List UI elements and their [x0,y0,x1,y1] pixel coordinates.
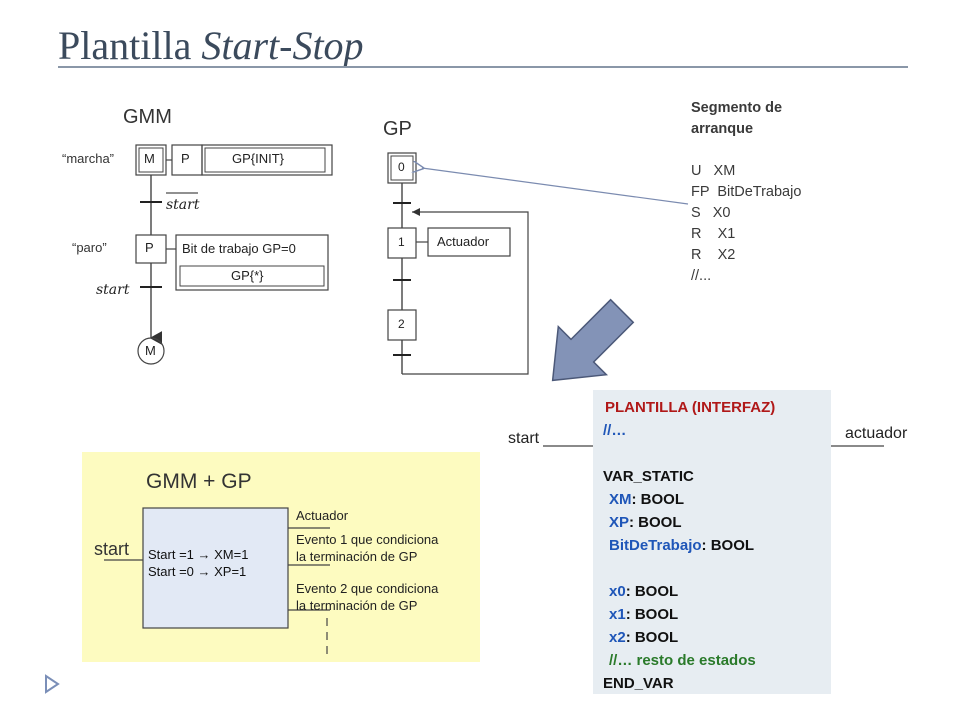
rule-1: Start =1 → XM=1 [148,547,249,562]
var-type: : BOOL [701,537,755,554]
bit-trabajo-label: Bit de trabajo GP=0 [182,241,296,256]
combined-out-actuador: Actuador [296,508,349,523]
var-type: : BOOL [625,606,679,623]
gmm-end-m-label: M [145,343,156,358]
gp-step2-label: 2 [398,317,405,331]
gmm-gpinit-label: GP{INIT} [232,151,285,166]
code-var-row: x2: BOOL [605,626,831,649]
start-transition-label: start [96,282,130,298]
var-name: XP [609,514,630,531]
gmm-step-p-label: P [145,240,154,255]
code-var-row: x1: BOOL [605,603,831,626]
code-var-row: XM: BOOL [605,488,831,511]
code-var-row: BitDeTrabajo: BOOL [605,534,831,557]
marcha-label: “marcha” [62,151,115,166]
event2-line2: la terminación de GP [296,598,418,613]
gp-action-box [427,227,511,257]
combined-out-event1: Evento 1 que condiciona la terminación d… [296,531,438,565]
gp-step1-label: 1 [398,235,405,249]
io-start-label: start [508,430,540,447]
gp-star-label: GP{*} [231,268,264,283]
gmm-step-m-label: M [144,151,155,166]
io-actuador-label: actuador [845,425,908,442]
gp-step0-label: 0 [398,160,405,174]
gmm-label: GMM [123,106,172,128]
code-comment: //… [603,422,627,439]
combined-block [142,507,289,629]
interface-code-panel: PLANTILLA (INTERFAZ) //… VAR_STATIC XM: … [593,390,831,694]
gp-action-label: Actuador [437,234,490,249]
segment-line: S X0 [691,205,731,221]
title-rule [58,66,908,68]
paro-label: “paro” [72,240,107,255]
var-type: : BOOL [625,583,679,600]
gmm-end-m [137,337,165,365]
segment-title-1: Segmento de [691,100,783,116]
code-var-row: x0: BOOL [605,580,831,603]
segment-line: R X1 [691,226,736,242]
code-var-row: XP: BOOL [605,511,831,534]
segment-title-2: arranque [691,121,754,137]
event1-line2: la terminación de GP [296,549,418,564]
combined-input-label: start [94,539,130,559]
gp-loop-back [402,211,529,375]
event2-line1: Evento 2 que condiciona [296,581,439,596]
segment-line: //... [691,268,712,284]
not-start-label: start [166,197,200,213]
segment-pointer-arrow [422,168,689,205]
slide-title: Plantilla Start-Stop [58,22,364,69]
combined-rules: Start =1 → XM=1 Start =0 → XP=1 [148,546,248,580]
code-rest-comment: //… resto de estados [609,652,756,669]
segment-line: U XM [691,163,736,179]
var-name: x2 [609,629,626,646]
bullet-arrow-icon [45,674,60,694]
var-name: BitDeTrabajo [609,537,702,554]
combined-out-event2: Evento 2 que condiciona la terminación d… [296,580,438,614]
var-name: x1 [609,606,626,623]
segment-line: FP BitDeTrabajo [691,184,802,200]
gmm-action-p-label: P [181,151,190,166]
code-var-static: VAR_STATIC [603,468,694,485]
var-name: XM [609,491,632,508]
segment-line: R X2 [691,247,736,263]
code-header: PLANTILLA (INTERFAZ) [605,399,776,416]
gmm-action-box-2 [175,234,329,291]
event1-line1: Evento 1 que condiciona [296,532,439,547]
var-name: x0 [609,583,626,600]
gp-label: GP [383,118,412,140]
code-end-var: END_VAR [603,675,674,692]
gmm-action-gpinit-box [201,144,333,176]
title-italic: Start-Stop [201,23,364,68]
title-plain: Plantilla [58,23,202,68]
var-type: : BOOL [629,514,682,531]
rule-2: Start =0 → XP=1 [148,564,247,579]
var-type: : BOOL [631,491,685,508]
big-arrow-icon [551,298,635,382]
var-type: : BOOL [625,629,679,646]
combined-title: GMM + GP [146,470,252,493]
segment-block: Segmento de arranque U XM FP BitDeTrabaj… [691,98,801,287]
